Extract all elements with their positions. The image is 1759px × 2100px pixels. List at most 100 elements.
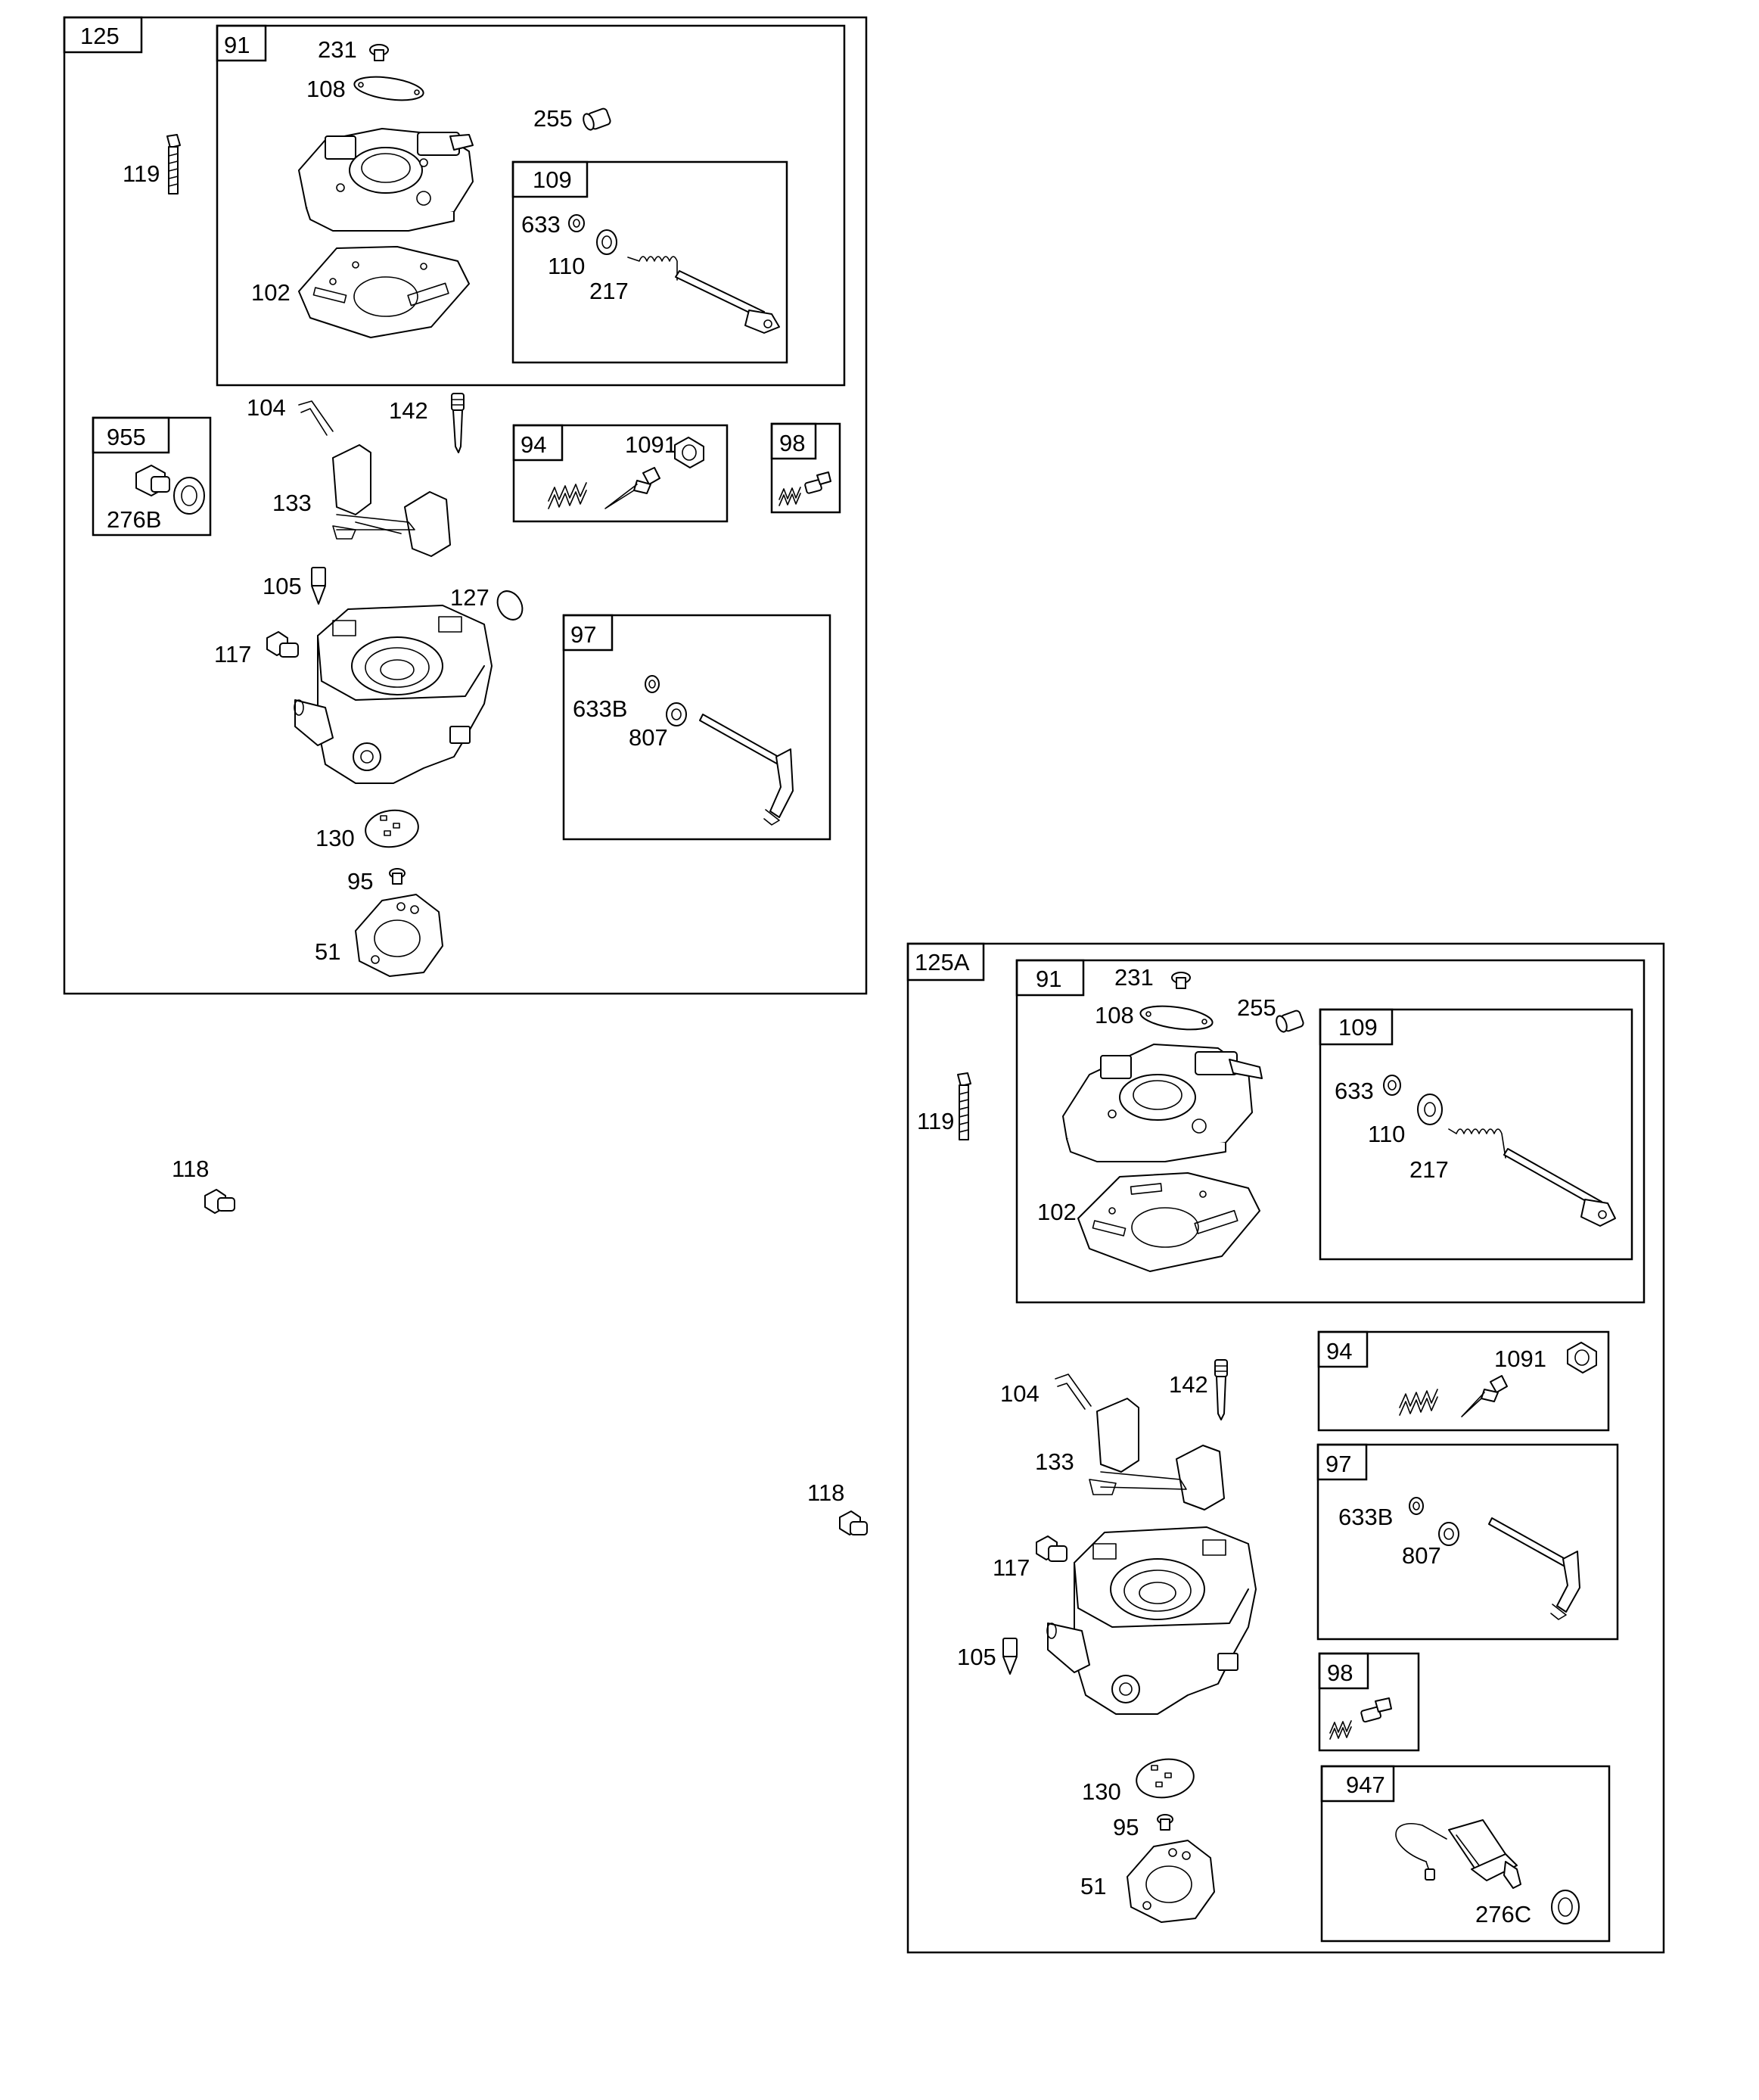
- callout-133a: 133: [1035, 1448, 1074, 1475]
- callout-118-left: 118: [172, 1156, 209, 1182]
- kit-109-label: 109: [533, 166, 572, 193]
- screw-117-part: [266, 631, 299, 658]
- kit-109a-frame: [1319, 1008, 1633, 1261]
- kit-97-label: 97: [570, 621, 596, 648]
- kit-97-frame: [562, 614, 831, 841]
- callout-108a: 108: [1095, 1002, 1134, 1028]
- kit-125-frame: [63, 16, 868, 995]
- cap-1091-part: [674, 437, 704, 468]
- kit-97a-label: 97: [1325, 1451, 1351, 1477]
- callout-51a: 51: [1080, 1873, 1106, 1899]
- callout-119: 119: [123, 160, 160, 187]
- plug-255-part: [583, 107, 611, 131]
- kit-91-label: 91: [224, 32, 250, 58]
- kit-98-label: 98: [779, 430, 805, 456]
- callout-255: 255: [533, 105, 573, 132]
- callout-95a: 95: [1113, 1814, 1139, 1840]
- washer-633b-a-part: [1409, 1497, 1424, 1515]
- washer-276b-part: [173, 477, 205, 515]
- plate-108-part: [353, 76, 424, 101]
- callout-807: 807: [629, 724, 668, 751]
- callout-217a: 217: [1409, 1156, 1449, 1183]
- float-133a-part: [1089, 1398, 1225, 1510]
- spring-217a-part: [1448, 1128, 1506, 1159]
- callout-217: 217: [589, 278, 629, 304]
- tube-142-part: [451, 393, 465, 453]
- screw-117a-part: [1036, 1535, 1068, 1562]
- spring-94a-part: [1399, 1389, 1438, 1416]
- kit-97a-frame: [1316, 1443, 1619, 1641]
- screw-118-right-part: [839, 1510, 868, 1535]
- kit-947-label: 947: [1346, 1772, 1385, 1798]
- float-133-part: [332, 444, 451, 557]
- plate-130-part: [365, 809, 419, 848]
- pin-104-part: [298, 400, 334, 436]
- kit-98a-label: 98: [1327, 1660, 1353, 1686]
- callout-231: 231: [318, 36, 357, 63]
- cap-1091a-part: [1567, 1342, 1597, 1374]
- callout-633a: 633: [1335, 1078, 1374, 1104]
- kit-91-frame: [216, 24, 846, 387]
- callout-1091: 1091: [625, 431, 677, 458]
- needle-105a-part: [1002, 1638, 1018, 1675]
- callout-117: 117: [214, 641, 251, 667]
- bolt-119-part: [166, 134, 181, 194]
- callout-104a: 104: [1000, 1380, 1040, 1407]
- plug-955-part: [135, 465, 170, 496]
- washer-276c-part: [1551, 1890, 1580, 1924]
- solenoid-947-part: [1395, 1819, 1521, 1889]
- kit-125a-label: 125A: [915, 949, 970, 975]
- throttle-shaft-109-part: [675, 270, 780, 334]
- seal-110-part: [596, 229, 617, 255]
- kit-109a-label: 109: [1338, 1014, 1378, 1041]
- callout-117a: 117: [993, 1554, 1030, 1581]
- spring-217-part: [627, 256, 678, 281]
- seal-807-part: [666, 702, 687, 726]
- carburetor-cover-part: [298, 128, 474, 232]
- callout-231a: 231: [1114, 964, 1154, 991]
- needle-94a-part: [1461, 1375, 1508, 1417]
- callout-130a: 130: [1082, 1778, 1121, 1805]
- kit-91a-frame: [1015, 959, 1646, 1304]
- callout-104: 104: [247, 394, 286, 421]
- callout-108: 108: [306, 76, 346, 102]
- callout-51: 51: [315, 938, 340, 965]
- carburetor-body-a-part: [1046, 1526, 1257, 1715]
- kit-947-frame: [1320, 1765, 1611, 1943]
- gasket-102-part: [298, 246, 470, 338]
- callout-807a: 807: [1402, 1542, 1441, 1569]
- screw-231a-part: [1171, 972, 1191, 989]
- callout-110: 110: [548, 253, 585, 279]
- kit-125-label: 125: [80, 23, 120, 49]
- screw-98a-part: [1329, 1697, 1392, 1740]
- callout-119a: 119: [917, 1108, 954, 1134]
- callout-276b: 276B: [107, 506, 161, 533]
- screw-118-left-part: [204, 1189, 235, 1214]
- callout-255a: 255: [1237, 994, 1276, 1021]
- callout-127: 127: [450, 584, 489, 611]
- kit-98a-frame: [1318, 1652, 1420, 1752]
- kit-94-label: 94: [521, 431, 546, 458]
- callout-95: 95: [347, 868, 373, 894]
- callout-142: 142: [389, 397, 428, 424]
- needle-94-part: [604, 467, 660, 509]
- seal-807a-part: [1438, 1522, 1459, 1546]
- carburetor-body-part: [294, 605, 493, 784]
- screw-95-part: [389, 868, 406, 885]
- kit-94a-label: 94: [1326, 1338, 1352, 1364]
- washer-633-part: [568, 214, 585, 232]
- kit-94-frame: [512, 424, 729, 523]
- callout-633b-a: 633B: [1338, 1504, 1393, 1530]
- plug-255a-part: [1276, 1010, 1304, 1033]
- callout-633b: 633B: [573, 695, 627, 722]
- kit-955-label: 955: [107, 424, 146, 450]
- screw-95a-part: [1157, 1814, 1173, 1831]
- gasket-51-part: [355, 894, 443, 977]
- callout-118-right: 118: [807, 1479, 844, 1506]
- kit-94a-frame: [1317, 1330, 1610, 1432]
- screw-98-part: [778, 471, 831, 506]
- choke-shaft-97-part: [699, 714, 794, 826]
- callout-102a: 102: [1037, 1199, 1077, 1225]
- callout-133: 133: [272, 490, 312, 516]
